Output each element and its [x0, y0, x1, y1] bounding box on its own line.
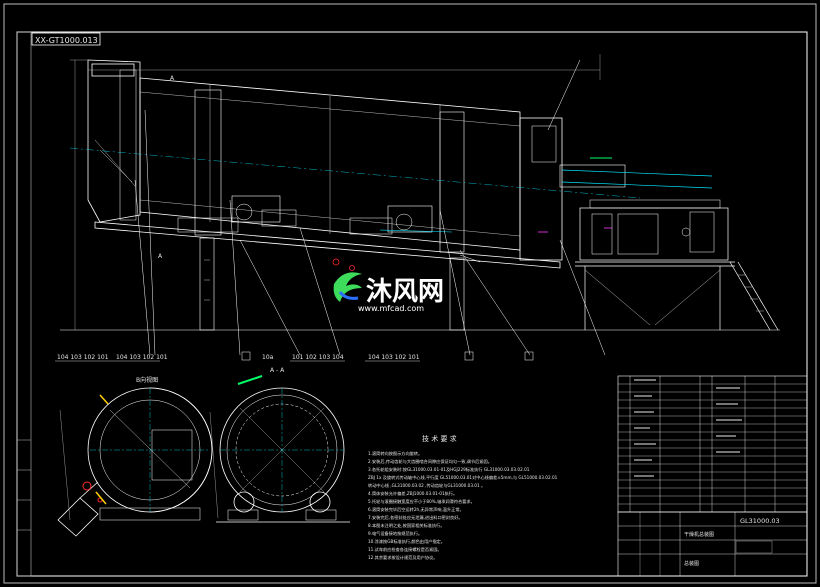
- support-roller-right: [309, 491, 331, 513]
- title-sheet-label: 总装图: [684, 560, 699, 567]
- tech-req-line: 10.涂漆按GB标准执行,颜色由用户指定。: [368, 538, 445, 545]
- technical-requirements: 技 术 要 求 1.滚筒转向按图示方向旋转。 2.安装后,传动齿轮与大齿圈啮合间…: [368, 434, 558, 561]
- tech-req-line: ZBJ 1x 及旋转式传动轴中心线,平行度 GL51000.03.01对中心线偏…: [368, 474, 558, 481]
- end-view-drawing: [57, 387, 213, 537]
- tech-req-title: 技 术 要 求: [422, 434, 457, 443]
- parts-list-table: [617, 375, 808, 513]
- platform-stair: [729, 261, 771, 331]
- title-block: 干燥机总装图 GL31000.03 总装图: [617, 511, 808, 577]
- title-drawing-number: GL31000.03: [740, 517, 780, 525]
- base-frame: [94, 221, 561, 269]
- tech-req-line: 6.滚筒安装完毕后空运转2h,无异常声响,温升正常。: [368, 506, 464, 513]
- drawing-code-box: [31, 32, 101, 46]
- dryer-side-elevation: [60, 54, 780, 331]
- tech-req-line: 9.电气设备接地按规范执行。: [368, 530, 422, 537]
- tech-req-line: 3.各托轮组安装时:按GL31000.03.01-01及HGJ229标准执行 G…: [368, 466, 530, 473]
- tech-req-line: 7.安装完后,各密封处应无泄漏,进出料口密封良好。: [368, 514, 463, 521]
- watermark-text: 沐风网: [366, 277, 444, 307]
- title-drawing-name: 干燥机总装图: [684, 531, 714, 538]
- section-aa-drawing: [209, 387, 350, 523]
- watermark-logo: 沐风网 www.mfcad.com: [333, 272, 444, 313]
- support-roller-left: [233, 491, 255, 513]
- tech-req-line: 5.托轮与滚圈接触宽度应不小于80%,轴承润滑符合要求。: [368, 498, 475, 505]
- drawing-code-text: XX-GT1000.013: [35, 36, 98, 45]
- callout-single: 10a: [262, 354, 274, 361]
- leader-lines: [134, 59, 606, 356]
- discharge-platform: [575, 199, 779, 331]
- callout-numbers-mid-a: 104 103 102 101: [116, 354, 168, 361]
- callout-numbers-right: 104 103 102 101: [368, 354, 420, 361]
- support-column-left: [199, 237, 215, 331]
- riding-ring-left: [194, 89, 222, 236]
- callout-numbers-mid-b: 101 102 103 104: [292, 354, 344, 361]
- callout-numbers-left: 104 103 102 101: [57, 354, 109, 361]
- discharge-head: [519, 117, 563, 261]
- end-view-label: B向视图: [136, 376, 158, 384]
- tech-req-line: 11.试车前应检查各连接螺栓是否紧固。: [368, 546, 442, 553]
- tech-req-line: 4.筒体安装允许偏差,ZBJ1000.03.01-01执行。: [368, 490, 457, 497]
- section-mark-bottom: A: [158, 253, 163, 260]
- outer-border: [3, 3, 817, 584]
- tech-req-line: 2.安装后,传动齿轮与大齿圈啮合间隙应保证均匀一致,调节后紧固。: [368, 458, 492, 465]
- exhaust-pipe: [561, 169, 713, 177]
- drive-gear-left: [231, 195, 281, 223]
- drum-centerline: [69, 147, 641, 199]
- tech-req-line: 转动中心线 ,GL31000.03.02 ,传动齿轮与GL31000.03.01…: [368, 482, 485, 489]
- drive-gear-right: [387, 205, 433, 233]
- watermark-url: www.mfcad.com: [358, 304, 424, 313]
- tech-req-line: 1.滚筒转向按图示方向旋转。: [368, 450, 422, 457]
- feed-chute: [57, 497, 99, 537]
- tech-req-line: 8.本图未注明之处,按国家相关标准执行。: [368, 522, 445, 529]
- section-aa-label: A - A: [270, 367, 285, 374]
- riding-ring-right: [439, 111, 465, 253]
- section-indicator: [237, 375, 263, 385]
- tech-req-line: 12.其余要求按设计规范及用户协议。: [368, 554, 437, 561]
- left-binding-strip: [16, 31, 32, 577]
- section-mark-top: A: [170, 75, 175, 82]
